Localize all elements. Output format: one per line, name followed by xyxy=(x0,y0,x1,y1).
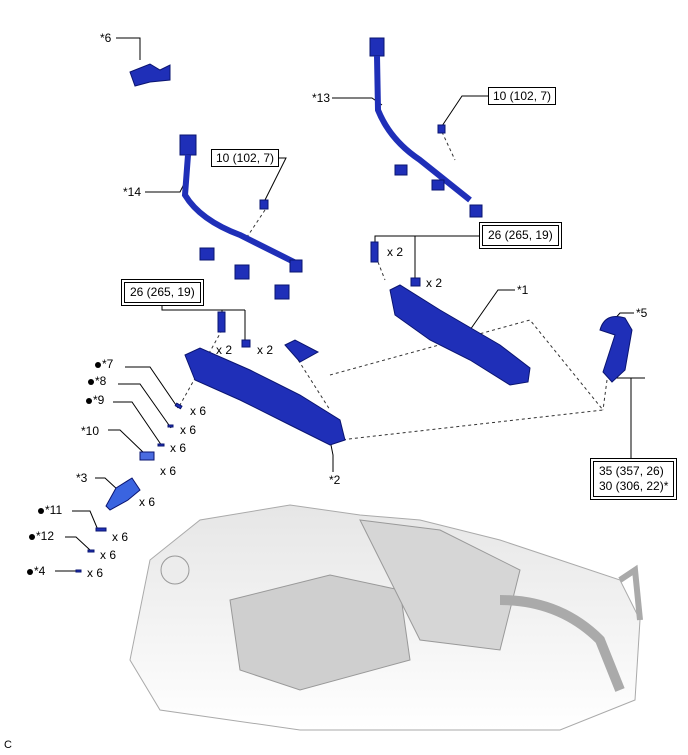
qty-bolt-right-2: x 2 xyxy=(426,276,443,290)
part-label-12: *12 xyxy=(29,529,54,543)
parts-shapes xyxy=(75,37,633,573)
qty-8: x 6 xyxy=(180,423,197,437)
qty-11: x 6 xyxy=(112,530,129,544)
part-label-5: *5 xyxy=(636,306,648,320)
torque-box-10-left: 10 (102, 7) xyxy=(211,149,280,167)
qty-12: x 6 xyxy=(100,548,117,562)
qty-4: x 6 xyxy=(87,566,104,580)
engine-illustration xyxy=(129,504,643,731)
part-label-11: *11 xyxy=(38,503,62,517)
part-label-8: *8 xyxy=(88,374,106,388)
part-label-10: *10 xyxy=(81,424,100,438)
part-label-14: *14 xyxy=(123,185,142,199)
part-label-3: *3 xyxy=(76,471,88,485)
torque-box-10-right: 10 (102, 7) xyxy=(488,87,557,105)
qty-10: x 6 xyxy=(160,464,177,478)
torque-value-35: 35 (357, 26) xyxy=(599,464,664,478)
torque-box-26-right: 26 (265, 19) xyxy=(479,222,562,249)
qty-bolt-left-1: x 2 xyxy=(216,343,233,357)
part-label-6: *6 xyxy=(100,31,112,45)
qty-bolt-right-1: x 2 xyxy=(387,245,404,259)
qty-9: x 6 xyxy=(170,441,187,455)
qty-3: x 6 xyxy=(139,495,156,509)
part-label-1: *1 xyxy=(517,283,529,297)
part-label-2: *2 xyxy=(329,473,341,487)
torque-value: 26 (265, 19) xyxy=(124,282,201,303)
qty-bolt-left-2: x 2 xyxy=(257,343,274,357)
part-label-4: *4 xyxy=(27,564,45,578)
part-label-9: *9 xyxy=(86,393,104,407)
corner-code: C xyxy=(4,739,12,751)
part-label-7: *7 xyxy=(95,357,113,371)
part-label-13: *13 xyxy=(312,91,331,105)
torque-value: 26 (265, 19) xyxy=(482,225,559,246)
qty-7: x 6 xyxy=(190,404,207,418)
torque-box-26-left: 26 (265, 19) xyxy=(121,279,204,306)
torque-value-30: 30 (306, 22)* xyxy=(599,479,669,493)
torque-box-35-30: 35 (357, 26)30 (306, 22)* xyxy=(590,458,678,500)
